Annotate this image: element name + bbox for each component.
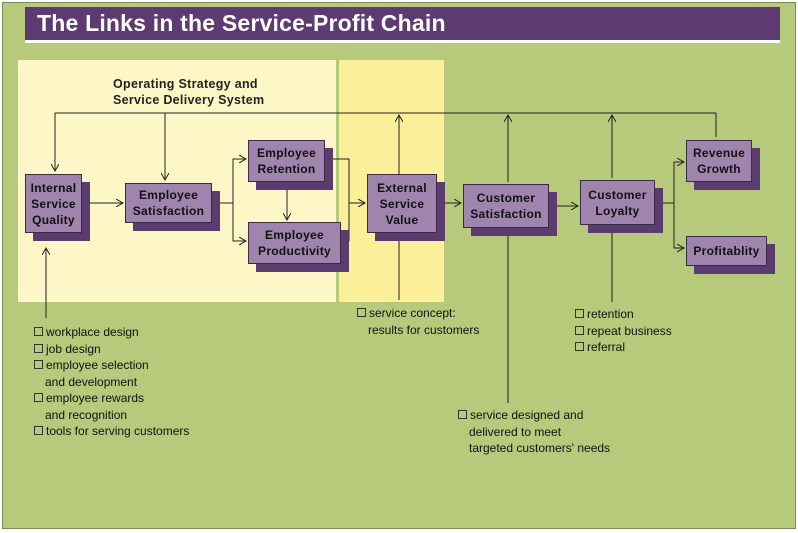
checkbox-icon [34,426,43,435]
arrow-to-retention [212,159,246,204]
list-item-continuation: and recognition [45,407,128,422]
internal-quality-drivers: workplace design job design employee sel… [34,324,189,440]
checkbox-icon [34,393,43,402]
node-label: Employee [138,188,199,202]
list-item: referral [575,339,672,356]
list-item: employee rewards [34,390,189,407]
checkbox-icon [575,342,584,351]
node-label: External [377,180,427,195]
node-label: Employee [264,228,325,242]
arrow-to-revenue [655,162,684,204]
list-item-continuation: delivered to meet [469,424,562,439]
arrow-to-productivity [232,203,246,241]
list-item: service concept: [357,305,479,322]
node-employee-retention: Employee Retention [248,140,333,190]
list-item: service designed and [458,407,610,424]
strategy-label-line: Service Delivery System [113,93,265,107]
satisfaction-drivers: service designed and delivered to meet t… [458,407,610,457]
node-label: Retention [257,162,316,176]
node-label: Productivity [258,244,331,258]
node-revenue-growth: Revenue Growth [686,140,760,190]
node-customer-loyalty: Customer Loyalty [580,180,663,233]
service-value-drivers: service concept: results for customers [357,305,479,338]
node-employee-productivity: Employee Productivity [248,222,349,272]
node-label: Internal [30,180,77,195]
node-label: Profitablity [693,244,760,258]
node-label: Quality [32,212,75,227]
strategy-label-line: Operating Strategy and [113,77,258,91]
node-employee-satisfaction: Employee Satisfaction [125,183,220,231]
node-internal-service-quality: Internal Service Quality [25,174,90,241]
title-bar: The Links in the Service-Profit Chain [25,7,780,43]
node-label: Revenue [692,146,746,160]
checkbox-icon [575,325,584,335]
list-item: workplace design [34,324,189,341]
node-profitability: Profitablity [686,236,775,274]
node-customer-satisfaction: Customer Satisfaction [463,184,557,236]
page-title: The Links in the Service-Profit Chain [37,10,446,36]
checkbox-icon [34,343,43,353]
list-item-continuation: results for customers [368,322,480,337]
node-label: Loyalty [595,203,640,218]
strategy-label: Operating Strategy and Service Delivery … [113,76,264,108]
node-label: Customer [476,191,536,205]
loyalty-drivers: retention repeat business referral [575,306,672,356]
list-item: retention [575,306,672,323]
list-item-continuation: and development [45,374,138,389]
checkbox-icon [357,308,366,317]
node-label: Satisfaction [470,207,542,221]
checkbox-icon [575,309,584,318]
arrow-to-profitability [673,203,684,248]
node-label: Satisfaction [132,204,205,218]
list-item: employee selection [34,357,189,374]
node-label: Customer [588,187,647,202]
checkbox-icon [34,360,43,369]
node-label: Growth [697,162,741,176]
list-item: repeat business [575,323,672,340]
checkbox-icon [458,410,467,419]
node-label: Value [385,212,419,227]
list-item: tools for serving customers [34,423,189,440]
arrow-retention-to-value [325,158,365,203]
list-item-continuation: targeted customers' needs [469,441,611,455]
checkbox-icon [34,327,43,336]
node-external-service-value: External Service Value [367,174,445,241]
node-label: Employee [256,146,317,160]
node-label: Service [379,196,425,211]
node-label: Service [31,196,76,211]
list-item: job design [34,341,189,358]
